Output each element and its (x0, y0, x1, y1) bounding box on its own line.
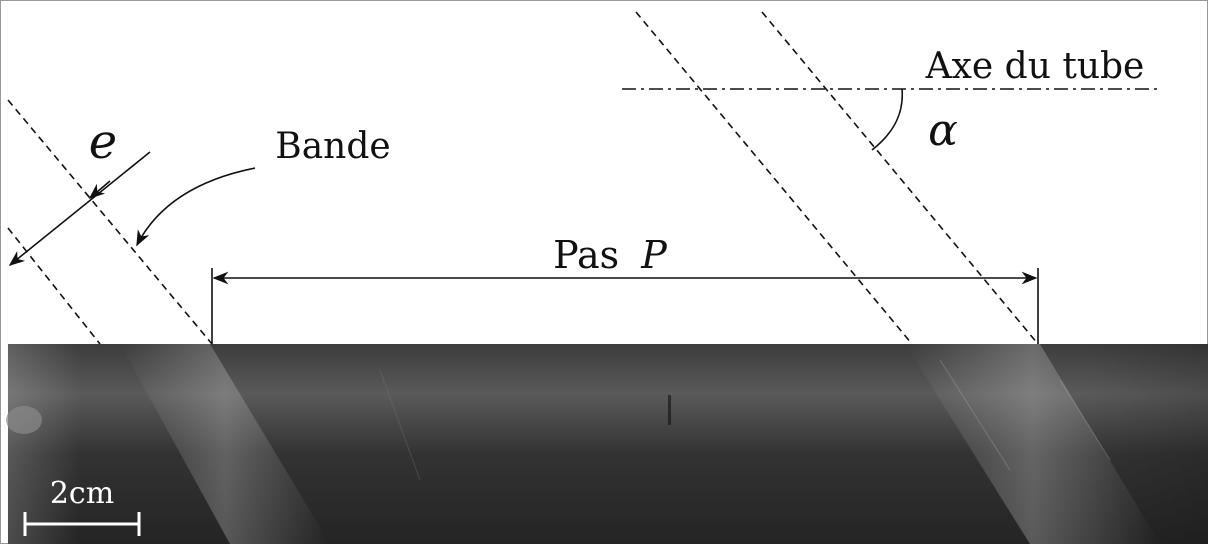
scale-bar: 2cm (23, 476, 141, 536)
band-label: Bande (275, 126, 390, 167)
band-highlight-left (120, 344, 330, 544)
band-edge-left-2 (7, 227, 101, 345)
pitch-label-word: Pas (553, 233, 619, 277)
tube-photograph (6, 344, 1208, 544)
pitch-label: Pas P (553, 233, 668, 277)
thickness-arrow-inner (88, 180, 111, 200)
band-pointer-arrow (136, 167, 256, 247)
band-highlight-right (905, 344, 1160, 544)
thickness-label: e (89, 114, 117, 170)
thickness-dimension (8, 151, 151, 267)
pitch-label-symbol: P (640, 233, 668, 277)
tube-axis-label: Axe du tube (925, 46, 1145, 87)
angle-arc (871, 88, 904, 151)
band-boundary-lines (7, 11, 1039, 345)
band-edge-left-1 (7, 99, 213, 345)
scale-label: 2cm (50, 476, 114, 511)
band-edge-right-1 (635, 11, 913, 345)
angle-label: α (928, 105, 958, 156)
